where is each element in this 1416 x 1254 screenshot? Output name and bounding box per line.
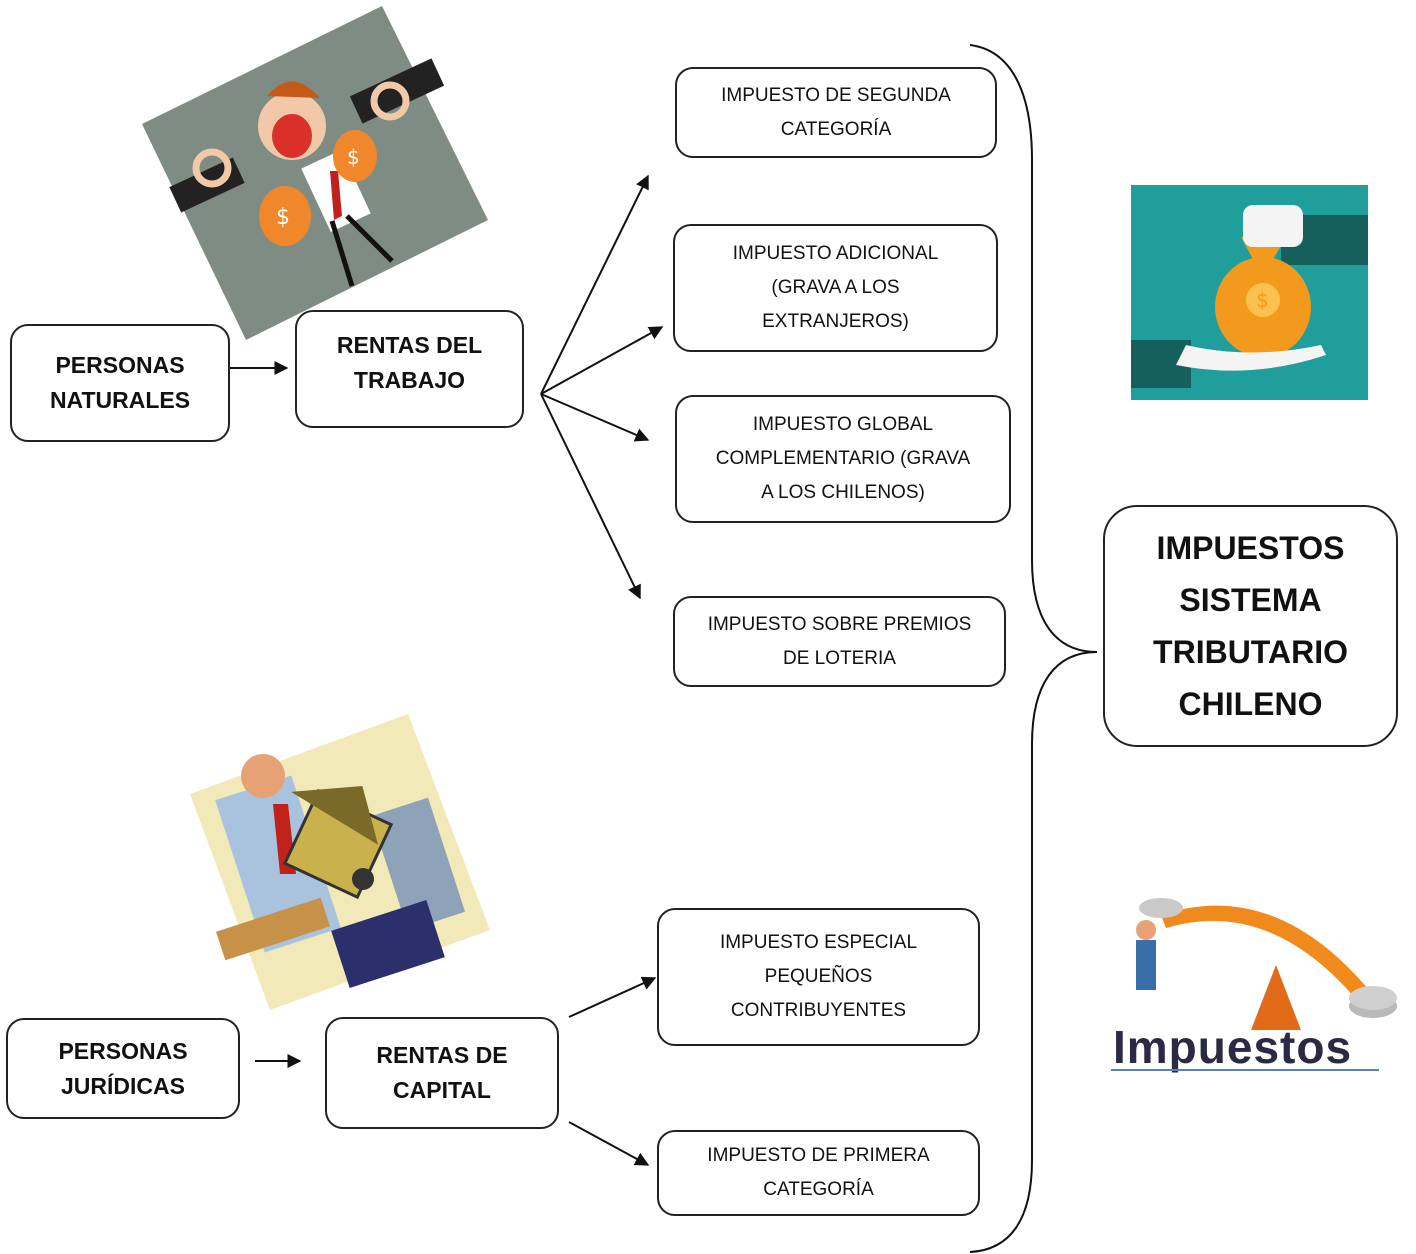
money-bag-handoff-illustration: $ xyxy=(1131,185,1368,400)
businessman-house-illustration xyxy=(178,714,490,1010)
impuesto-primera-categoria-box: IMPUESTO DE PRIMERA CATEGORÍA xyxy=(657,1130,980,1216)
rentas-del-trabajo-label: RENTAS DEL TRABAJO xyxy=(336,332,483,393)
rentas-de-capital-label: RENTAS DE CAPITAL xyxy=(376,1042,508,1103)
impuesto-segunda-categoria-label: IMPUESTO DE SEGUNDA CATEGORÍA xyxy=(721,84,951,140)
impuestos-seesaw-logo: Impuestos xyxy=(1111,870,1413,1073)
impuesto-adicional-box: IMPUESTO ADICIONAL (GRAVA A LOS EXTRANJE… xyxy=(673,224,998,352)
personas-naturales-box: PERSONAS NATURALES xyxy=(10,324,230,442)
impuesto-primera-categoria-label: IMPUESTO DE PRIMERA CATEGORÍA xyxy=(707,1145,930,1200)
stressed-businessman-illustration: $ $ xyxy=(142,6,488,340)
impuestos-logo-text: Impuestos xyxy=(1113,1021,1353,1073)
rentas-de-capital-box: RENTAS DE CAPITAL xyxy=(325,1017,559,1129)
impuesto-especial-pequenos-contribuyentes-label: IMPUESTO ESPECIAL PEQUEÑOS CONTRIBUYENTE… xyxy=(719,932,918,1021)
impuesto-premios-loteria-label: IMPUESTO SOBRE PREMIOS DE LOTERIA xyxy=(707,613,972,669)
rentas-del-trabajo-box: RENTAS DEL TRABAJO xyxy=(295,310,524,428)
arrows-capital-to-impuestos xyxy=(568,976,657,1166)
svg-text:$: $ xyxy=(276,205,290,230)
impuesto-segunda-categoria-box: IMPUESTO DE SEGUNDA CATEGORÍA xyxy=(675,67,997,158)
impuestos-logo-underline xyxy=(1111,1069,1379,1071)
personas-juridicas-box: PERSONAS JURÍDICAS xyxy=(6,1018,240,1119)
curly-brace xyxy=(969,44,1098,1253)
svg-text:$: $ xyxy=(1256,288,1269,312)
impuesto-adicional-label: IMPUESTO ADICIONAL (GRAVA A LOS EXTRANJE… xyxy=(732,243,939,332)
impuestos-sistema-tributario-label: IMPUESTOS SISTEMA TRIBUTARIO CHILENO xyxy=(1153,530,1348,722)
impuesto-premios-loteria-box: IMPUESTO SOBRE PREMIOS DE LOTERIA xyxy=(673,596,1006,687)
impuestos-sistema-tributario-box: IMPUESTOS SISTEMA TRIBUTARIO CHILENO xyxy=(1103,505,1398,747)
impuesto-global-complementario-label: IMPUESTO GLOBAL COMPLEMENTARIO (GRAVA A … xyxy=(715,414,971,503)
personas-juridicas-label: PERSONAS JURÍDICAS xyxy=(58,1037,188,1099)
personas-naturales-label: PERSONAS NATURALES xyxy=(49,352,191,413)
impuesto-global-complementario-box: IMPUESTO GLOBAL COMPLEMENTARIO (GRAVA A … xyxy=(675,395,1011,523)
svg-text:$: $ xyxy=(347,145,360,169)
impuesto-especial-pequenos-contribuyentes-box: IMPUESTO ESPECIAL PEQUEÑOS CONTRIBUYENTE… xyxy=(657,908,980,1046)
arrows-trabajo-to-impuestos xyxy=(540,174,664,600)
